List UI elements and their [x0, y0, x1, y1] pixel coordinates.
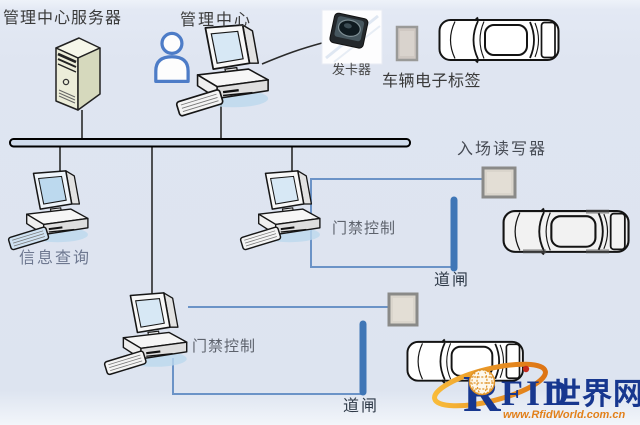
card-issuer-device-icon [321, 9, 383, 65]
logo-url: www.RfidWorld.com.cn [503, 409, 626, 421]
server-label: 管理中心服务器 [3, 10, 123, 27]
network-bus-line [9, 138, 411, 148]
management-center-label: 管理中心 [180, 12, 253, 29]
access-loop-bottom [172, 306, 389, 395]
desktop-computer-icon [174, 23, 270, 118]
barrier-right-label: 道闸 [434, 272, 471, 289]
rfid-reader-square-icon [481, 166, 517, 199]
rfid-tag-icon [395, 25, 419, 62]
access-control-right-label: 门禁控制 [332, 221, 397, 237]
desktop-computer-icon [102, 291, 188, 377]
logo-text-world: 世界网 [551, 378, 640, 411]
desktop-computer-icon [238, 169, 321, 252]
logo-text-fid: FID [501, 373, 572, 413]
network-drop-lines [59, 104, 293, 300]
access-control-bottom-label: 门禁控制 [192, 339, 257, 355]
card-issuer-label: 发卡器 [332, 62, 372, 77]
server-tower-icon [55, 37, 101, 111]
car-top-view-icon [502, 207, 630, 256]
issuer-cable-line [261, 42, 323, 65]
person-icon [154, 31, 190, 84]
rfid-world-logo: R FID 世界网 www.RfidWorld.com.cn [432, 361, 640, 423]
vehicle-tag-label: 车辆电子标签 [382, 73, 482, 90]
info-query-label: 信息查询 [19, 250, 92, 267]
desktop-computer-icon [6, 169, 89, 252]
barrier-bottom-label: 道闸 [343, 398, 380, 415]
car-top-view-icon [438, 16, 560, 64]
rfid-reader-square-icon [387, 292, 419, 327]
entrance-reader-label: 入场读写器 [457, 141, 548, 158]
